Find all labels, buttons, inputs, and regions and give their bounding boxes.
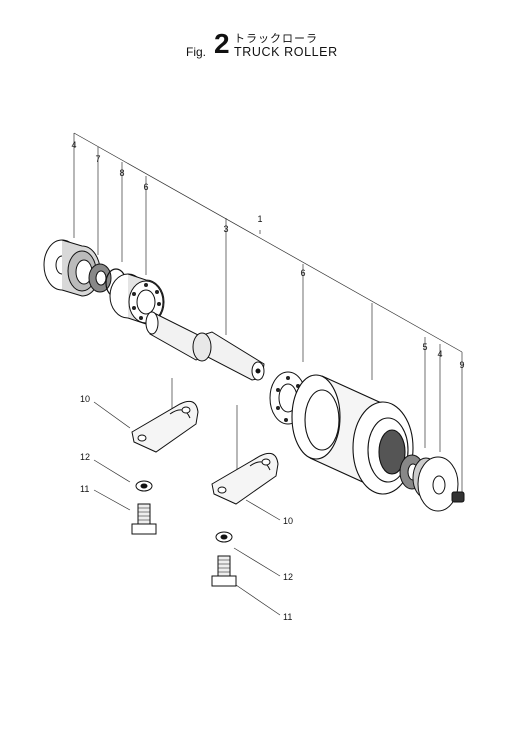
figure-title-japanese: トラックローラ [234, 32, 318, 45]
bracket-right [211, 452, 279, 505]
callout-c12a: 12 [80, 452, 90, 462]
callout-c10b: 10 [283, 516, 293, 526]
figure-number: 2 [214, 28, 230, 59]
leader-10b [245, 499, 281, 521]
bolt-right [211, 555, 237, 587]
bracket-line-top [73, 132, 463, 353]
callout-c6a: 6 [143, 182, 148, 192]
end-collar-left [43, 239, 101, 297]
end-collar-right [412, 456, 459, 512]
bolt-left [131, 503, 157, 535]
figure-prefix: Fig. [186, 45, 207, 59]
leader-12b [233, 547, 281, 577]
callout-c5: 5 [422, 342, 427, 352]
callout-c4a: 4 [71, 140, 76, 150]
callout-c12b: 12 [283, 572, 293, 582]
callout-c11a: 11 [80, 484, 89, 494]
callout-c7: 7 [95, 154, 100, 164]
callout-c6b: 6 [300, 268, 305, 278]
leader-10a [93, 401, 131, 429]
figure-title: Fig. 2 トラックローラ TRUCK ROLLER [0, 0, 528, 70]
bracket-left [131, 400, 199, 453]
callout-c8: 8 [119, 168, 124, 178]
washer-left [135, 480, 153, 492]
callout-c3: 3 [223, 224, 228, 234]
callout-c9: 9 [459, 360, 464, 370]
roller-body [291, 374, 414, 495]
floating-seal [88, 263, 112, 293]
callout-c10a: 10 [80, 394, 90, 404]
leader-12a [93, 459, 131, 483]
leader-11a [93, 489, 131, 511]
roller-shaft [145, 311, 265, 381]
callout-c11b: 11 [283, 612, 292, 622]
callout-c1: 1 [257, 214, 262, 224]
callout-labels: 4 7 8 6 1 3 6 5 4 9 10 10 12 12 11 11 [71, 140, 464, 622]
callout-c4b: 4 [437, 349, 442, 359]
figure-title-english: TRUCK ROLLER [234, 45, 338, 59]
washer-right [215, 531, 233, 543]
plug [451, 491, 465, 503]
leader-lines [73, 132, 463, 616]
leader-11b [235, 584, 281, 616]
